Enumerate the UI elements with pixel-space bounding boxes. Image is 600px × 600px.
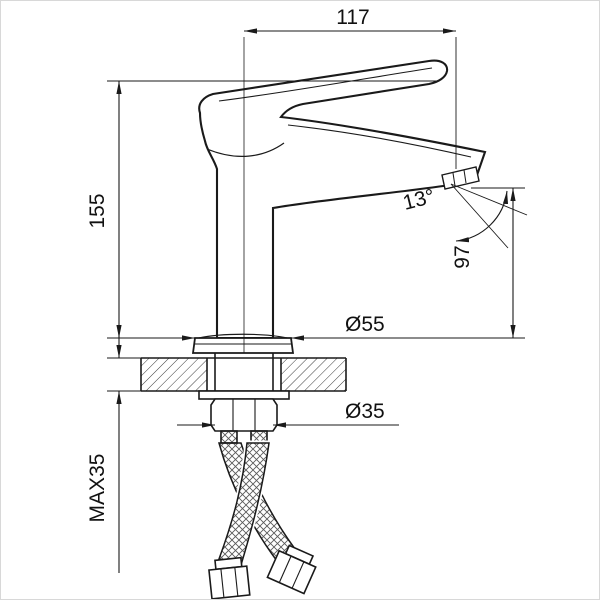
dim-max-thickness-label: MAX35: [86, 454, 109, 523]
hose-fitting-right: [266, 544, 317, 595]
body-joint-line: [206, 142, 285, 157]
aerator: [441, 166, 480, 190]
dim-base-diameter-label: Ø55: [345, 313, 385, 336]
fitting-hex-body: [208, 565, 251, 599]
fitting-facet-line: [278, 555, 292, 583]
deck-hatch-right: [281, 358, 346, 391]
aerator-slit: [452, 172, 456, 187]
handle-detail-line: [218, 67, 433, 102]
base-top-curve: [198, 333, 288, 339]
mounting-deck: [140, 357, 347, 392]
fitting-facet-line: [291, 561, 305, 589]
supply-hoses: [208, 440, 317, 599]
dimensions: [107, 28, 528, 573]
mounting-hardware: [198, 353, 290, 444]
deck-hatch-left: [141, 358, 207, 391]
base-escutcheon: [191, 337, 295, 354]
spout-detail-line: [287, 124, 472, 158]
dim-13deg-ray-lower: [450, 183, 509, 249]
fitting-facet-line: [220, 568, 225, 598]
faucet-silhouette: [198, 59, 487, 340]
dim-total-height-label: 155: [86, 193, 109, 228]
dim-13deg-arc: [455, 190, 509, 243]
locknut: [210, 398, 278, 432]
hose-fitting-left: [208, 556, 251, 599]
dim-thread-diameter-label: Ø35: [345, 400, 385, 423]
dim-outlet-height-label: 97: [451, 245, 474, 268]
washer: [198, 390, 290, 400]
faucet-body: [191, 59, 487, 354]
fitting-facet-line: [234, 567, 239, 597]
dim-13deg-ray-upper: [450, 183, 528, 216]
dim-spout-reach-label: 117: [336, 6, 369, 29]
aerator-slit: [463, 169, 467, 184]
hose-nipple-left: [220, 430, 238, 444]
fitting-hex-body: [266, 549, 317, 595]
dimension-labels: 117 155 97 13° Ø55 Ø35 MAX35: [86, 6, 474, 522]
